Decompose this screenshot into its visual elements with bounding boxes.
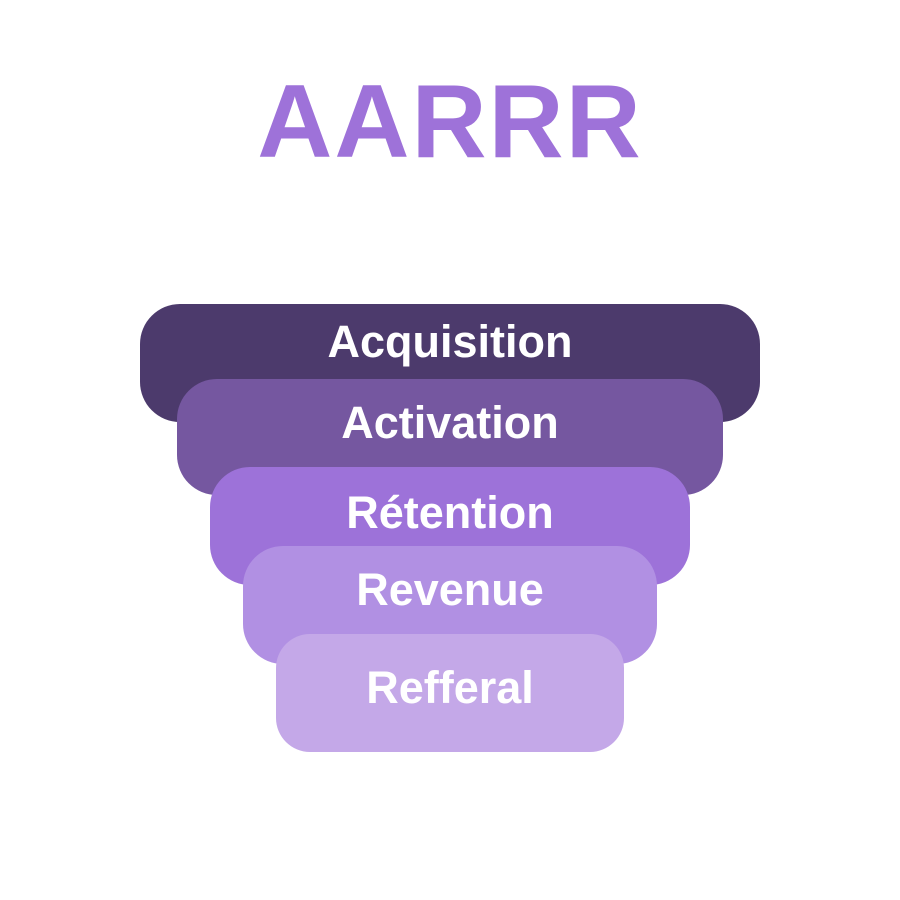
funnel-layer-label: Refferal [366,662,534,713]
funnel-layer-label: Activation [341,397,559,448]
funnel-layer-label: Revenue [356,564,544,615]
diagram-title: AARRR [257,64,643,180]
funnel-layer-label: Acquisition [327,316,573,367]
funnel-layer-label: Rétention [346,487,554,538]
funnel-layer-referral: Refferal [276,634,624,752]
